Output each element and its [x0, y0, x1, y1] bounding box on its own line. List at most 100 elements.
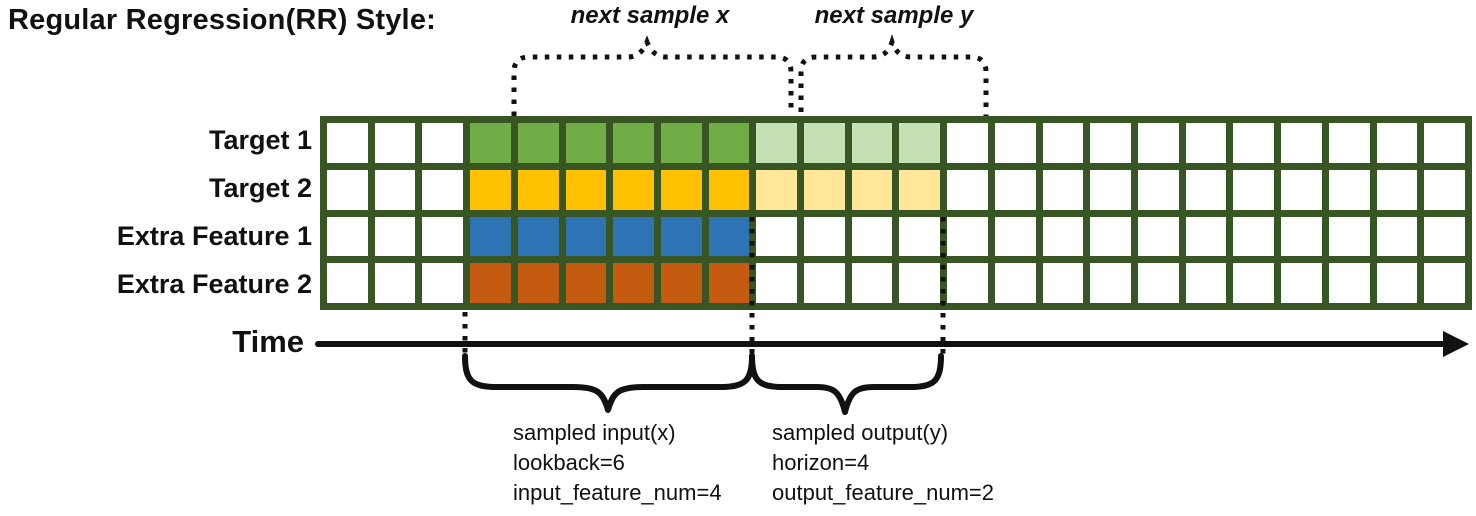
time-axis-label: Time: [232, 324, 304, 359]
grid-cell: [660, 123, 702, 163]
grid-cell: [1424, 123, 1465, 163]
grid-cell: [1042, 263, 1084, 303]
grid-cell: [804, 123, 845, 163]
grid-cell: [708, 263, 750, 303]
grid-cell: [756, 216, 798, 257]
grid-cell: [1328, 123, 1370, 163]
grid-cell: [899, 169, 941, 210]
grid-cell: [1233, 169, 1275, 210]
grid-cell: [422, 216, 464, 257]
grid-cell: [994, 263, 1036, 303]
row-label-extra-feature-1: Extra Feature 1: [116, 221, 312, 251]
grid-cell: [994, 216, 1036, 257]
grid-cell: [1090, 169, 1132, 210]
sampled-output-annotation: sampled output(y) horizon=4 output_featu…: [772, 418, 994, 508]
sampled-output-line-1: sampled output(y): [772, 420, 949, 445]
grid-cell: [1328, 169, 1370, 210]
grid-cell: [851, 123, 893, 163]
grid-cell: [374, 216, 416, 257]
dotted-brace-next-sample-y: [798, 34, 989, 116]
grid-cell: [374, 263, 416, 303]
grid-cell: [1138, 169, 1179, 210]
grid-cell: [470, 123, 511, 163]
sampled-input-line-3: input_feature_num=4: [513, 480, 722, 505]
grid-cell: [756, 123, 798, 163]
diagram-title: Regular Regression(RR) Style:: [8, 4, 436, 36]
grid-cell: [327, 169, 368, 210]
timeseries-grid: [320, 116, 1472, 310]
sampled-input-line-1: sampled input(x): [513, 420, 676, 445]
next-sample-y-label: next sample y: [814, 2, 974, 29]
grid-cell: [517, 216, 559, 257]
grid-cell: [1328, 263, 1370, 303]
grid-cell: [851, 263, 893, 303]
row-label-extra-feature-2: Extra Feature 2: [116, 269, 312, 299]
sampled-output-brace: [749, 353, 944, 415]
grid-cell: [422, 169, 464, 210]
grid-cell: [708, 123, 750, 163]
grid-cell: [1042, 216, 1084, 257]
grid-cell: [899, 216, 941, 257]
grid-cell: [1090, 123, 1132, 163]
grid-cell: [517, 263, 559, 303]
grid-cell: [327, 123, 368, 163]
grid-cell: [422, 123, 464, 163]
grid-cell: [613, 216, 654, 257]
grid-cell: [1328, 216, 1370, 257]
sampled-output-line-3: output_feature_num=2: [772, 480, 995, 505]
grid-cell: [994, 169, 1036, 210]
grid-cell: [947, 216, 988, 257]
sampled-output-line-2: horizon=4: [772, 450, 870, 475]
grid-cell: [565, 263, 607, 303]
grid-cell: [374, 123, 416, 163]
row-label-target-1: Target 1: [208, 125, 312, 155]
grid-cell: [660, 169, 702, 210]
grid-cell: [660, 263, 702, 303]
grid-cell: [660, 216, 702, 257]
grid-cell: [1424, 216, 1465, 257]
grid-cell: [947, 169, 988, 210]
grid-cell: [1185, 216, 1227, 257]
grid-cell: [1233, 263, 1275, 303]
grid-cell: [947, 123, 988, 163]
grid-cell: [851, 169, 893, 210]
sampled-input-line-2: lookback=6: [513, 450, 625, 475]
grid-cell: [327, 263, 368, 303]
grid-cell: [1138, 123, 1179, 163]
grid-cell: [756, 169, 798, 210]
grid-cell: [1185, 169, 1227, 210]
grid-cell: [899, 123, 941, 163]
grid-cell: [1185, 123, 1227, 163]
grid-cell: [1233, 123, 1275, 163]
dotted-brace-next-sample-x: [511, 35, 794, 116]
grid-cell: [1424, 169, 1465, 210]
grid-cell: [1281, 169, 1322, 210]
sampled-input-brace: [462, 353, 755, 413]
grid-cell: [756, 263, 798, 303]
grid-cell: [1376, 123, 1418, 163]
grid-cell: [1376, 263, 1418, 303]
grid-cell: [1138, 263, 1179, 303]
grid-cell: [1233, 216, 1275, 257]
grid-cell: [613, 169, 654, 210]
grid-cell: [565, 216, 607, 257]
time-arrow-head: [1443, 331, 1469, 357]
grid-cell: [708, 216, 750, 257]
grid-cell: [1090, 263, 1132, 303]
grid-cell: [899, 263, 941, 303]
grid-cell: [374, 169, 416, 210]
grid-cell: [1424, 263, 1465, 303]
grid-cell: [1042, 169, 1084, 210]
grid-cell: [470, 263, 511, 303]
grid-cell: [565, 123, 607, 163]
grid-cell: [422, 263, 464, 303]
grid-cell: [708, 169, 750, 210]
grid-cell: [804, 216, 845, 257]
grid-cell: [1138, 216, 1179, 257]
next-sample-x-label: next sample x: [570, 2, 730, 29]
grid-cell: [517, 123, 559, 163]
grid-cell: [613, 263, 654, 303]
grid-cell: [470, 169, 511, 210]
grid-cell: [613, 123, 654, 163]
grid-cell: [994, 123, 1036, 163]
